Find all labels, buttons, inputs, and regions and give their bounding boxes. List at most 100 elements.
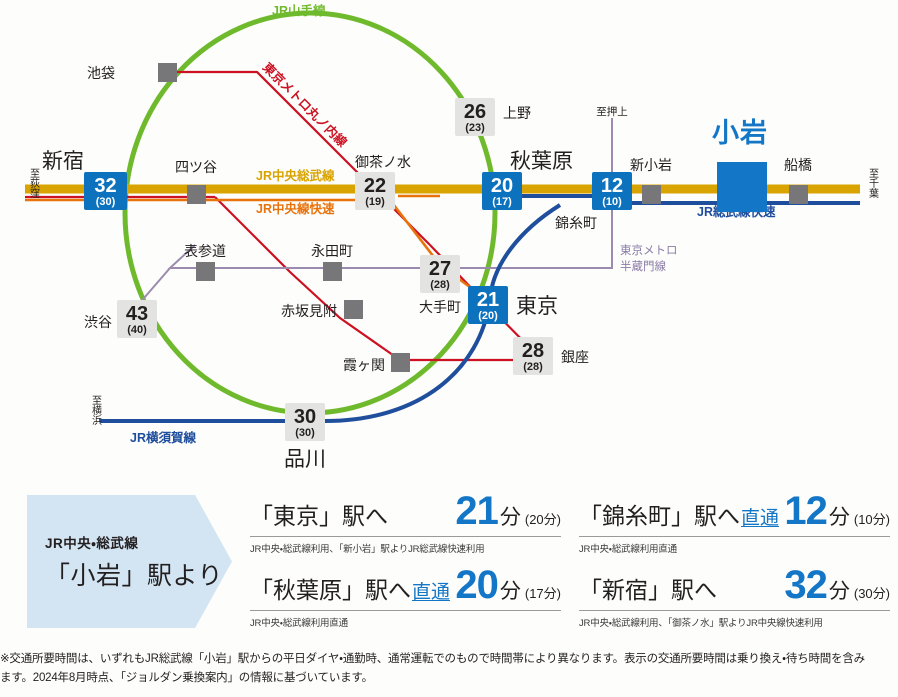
svg-text:至横浜: 至横浜 — [90, 395, 102, 426]
badge-ueno — [455, 98, 495, 136]
line-label-hanzomon-2: 半蔵門線 — [620, 259, 666, 273]
station-otemachi[interactable]: 27 (28) 大手町 — [419, 255, 461, 315]
station-shinkoiwa[interactable]: 新小岩 — [630, 157, 672, 204]
route-map: JR山手線 JR中央総武線 JR中央線快速 JR総武線快速 JR横須賀線 東京メ… — [25, 3, 879, 471]
edge-label-to-oshiage: 至押上 — [596, 105, 628, 118]
badge-sub-kinshicho: (10) — [602, 196, 622, 208]
route-headline: 「錦糸町」駅へ 直通 12 分 (10分) — [579, 491, 890, 535]
badge-sub-shinagawa: (30) — [295, 427, 315, 439]
line-label-chuo-sobu: JR中央総武線 — [256, 168, 335, 183]
station-shinagawa[interactable]: 30 (30) 品川 — [284, 403, 326, 471]
footnote-line-2: ます。2024年8月時点、「ジョルダン乗換案内」の情報に基づいています。 — [0, 671, 373, 684]
badge-tokyo — [468, 286, 508, 324]
route-entry-tokyo: 「東 京」駅へ 21 分 (20分) JR中央・総武線利用、「新小岩」駅よりJR… — [250, 485, 561, 555]
station-ikebukuro[interactable]: 池袋 — [87, 63, 177, 82]
badge-sub-shinjuku: (30) — [96, 196, 116, 208]
station-akasakamitsuke[interactable]: 赤坂見附 — [281, 300, 363, 319]
route-headline: 「秋葉原」駅へ 直通 20 分 (17分) — [250, 565, 561, 609]
route-dest-prefix: 「新 — [579, 577, 625, 603]
route-dest-suffix: 京」駅へ — [296, 503, 388, 529]
route-note: JR中央・総武線利用、「御茶ノ水」駅よりJR中央線快速利用 — [579, 618, 823, 629]
line-label-yamanote: JR山手線 — [272, 3, 326, 18]
badge-sub-otemachi: (28) — [430, 279, 450, 291]
edge-label-to-ogikubo: 至荻窪 — [28, 168, 40, 198]
line-label-hanzomon-1: 東京メトロ — [620, 244, 678, 257]
station-label-shinjuku: 新宿 — [42, 150, 84, 173]
station-shinjuku[interactable]: 新宿 32 (30) — [42, 150, 127, 210]
badge-shibuya — [117, 300, 157, 338]
station-label-kasumigaseki: 霞ヶ関 — [343, 357, 385, 373]
badge-sub-ginza: (28) — [523, 361, 543, 373]
station-kinshicho[interactable]: 12 (10) 錦糸町 — [555, 172, 632, 231]
station-label-omotesando: 表参道 — [184, 243, 226, 259]
station-label-nagatacho: 永田町 — [311, 243, 353, 259]
route-minutes: 20 — [455, 563, 498, 607]
route-paren: (17分) — [524, 586, 561, 601]
marker-nagatacho — [323, 262, 342, 281]
route-unit: 分 — [828, 580, 850, 603]
badge-num-shinjuku: 32 — [94, 175, 116, 197]
station-label-ochanomizu: 御茶ノ水 — [355, 154, 411, 170]
station-label-ikebukuro: 池袋 — [87, 65, 115, 81]
station-label-shibuya: 渋谷 — [84, 314, 112, 330]
station-akihabara[interactable]: 秋葉原 20 (17) — [482, 150, 573, 210]
route-dest-prefix: 「秋葉原」駅へ — [250, 577, 411, 603]
station-label-shinkoiwa: 新小岩 — [630, 157, 672, 173]
badge-num-ueno: 26 — [464, 101, 486, 123]
station-label-tokyo: 東京 — [516, 295, 558, 318]
badge-sub-ochanomizu: (19) — [365, 196, 385, 208]
route-entry-shinjuku: 「新 宿」駅へ 32 分 (30分) JR中央・総武線利用、「御茶ノ水」駅よりJ… — [579, 559, 890, 629]
svg-text:至荻窪: 至荻窪 — [28, 168, 40, 198]
badge-num-ochanomizu: 22 — [364, 175, 386, 197]
station-koiwa[interactable]: 小岩 — [712, 118, 768, 212]
station-label-yotsuya: 四ツ谷 — [175, 159, 217, 175]
station-title-koiwa: 小岩 — [712, 118, 768, 148]
line-label-yokosuka: JR横須賀線 — [130, 430, 196, 445]
marker-akasakamitsuke — [344, 300, 363, 319]
marker-omotesando — [196, 262, 215, 281]
marker-funabashi — [789, 185, 808, 204]
station-ueno[interactable]: 26 (23) 上野 — [455, 98, 531, 136]
route-unit: 分 — [828, 506, 850, 529]
station-tokyo[interactable]: 21 (20) 東京 — [468, 286, 558, 324]
station-label-akasakamitsuke: 赤坂見附 — [281, 303, 337, 319]
badge-num-ginza: 28 — [522, 340, 544, 362]
station-yotsuya[interactable]: 四ツ谷 — [175, 159, 217, 204]
route-divider — [250, 610, 561, 611]
badge-num-akihabara: 20 — [491, 175, 513, 197]
marker-yotsuya — [187, 185, 206, 204]
station-omotesando[interactable]: 表参道 — [184, 243, 226, 281]
origin-station-label: 「小岩」駅より — [45, 561, 224, 590]
footnotes: ※交通所要時間は、いずれもJR総武線「小岩」駅からの平日ダイヤ・通勤時、通常運転… — [0, 650, 890, 688]
station-funabashi[interactable]: 船橋 — [784, 157, 812, 204]
route-unit: 分 — [499, 506, 521, 529]
badge-akihabara — [482, 172, 522, 210]
station-label-shinagawa: 品川 — [284, 448, 326, 471]
station-ginza[interactable]: 28 (28) 銀座 — [513, 337, 589, 375]
route-paren: (20分) — [524, 512, 561, 527]
badge-shinagawa — [285, 403, 325, 441]
station-label-ueno: 上野 — [503, 105, 531, 121]
marker-kasumigaseki — [391, 353, 410, 372]
station-nagatacho[interactable]: 永田町 — [311, 243, 353, 281]
station-ochanomizu[interactable]: 御茶ノ水 22 (19) — [355, 154, 411, 210]
line-label-chuo-rapid: JR中央線快速 — [256, 201, 335, 216]
route-direct-badge: 直通 — [741, 508, 780, 529]
route-paren: (10分) — [853, 512, 890, 527]
route-headline: 「新 宿」駅へ 32 分 (30分) — [579, 565, 890, 609]
badge-num-otemachi: 27 — [429, 258, 451, 280]
station-kasumigaseki[interactable]: 霞ヶ関 — [343, 353, 410, 373]
station-label-funabashi: 船橋 — [784, 157, 812, 173]
route-map-svg: JR山手線 JR中央総武線 JR中央線快速 JR総武線快速 JR横須賀線 東京メ… — [25, 3, 879, 471]
footnote-line-1: ※交通所要時間は、いずれもJR総武線「小岩」駅からの平日ダイヤ・通勤時、通常運転… — [0, 653, 865, 665]
line-chuo-rapid — [25, 194, 483, 298]
route-minutes: 32 — [784, 563, 827, 607]
badge-sub-ueno: (23) — [465, 122, 485, 134]
route-divider — [579, 536, 890, 537]
station-label-akihabara: 秋葉原 — [510, 150, 573, 173]
route-note: JR中央・総武線利用、「新小岩」駅よりJR総武線快速利用 — [250, 544, 485, 555]
route-paren: (30分) — [853, 586, 890, 601]
station-shibuya[interactable]: 渋谷 43 (40) — [84, 300, 157, 338]
station-label-ginza: 銀座 — [561, 349, 589, 365]
route-entry-kinshicho: 「錦糸町」駅へ 直通 12 分 (10分) JR中央・総武線利用直通 — [579, 485, 890, 555]
